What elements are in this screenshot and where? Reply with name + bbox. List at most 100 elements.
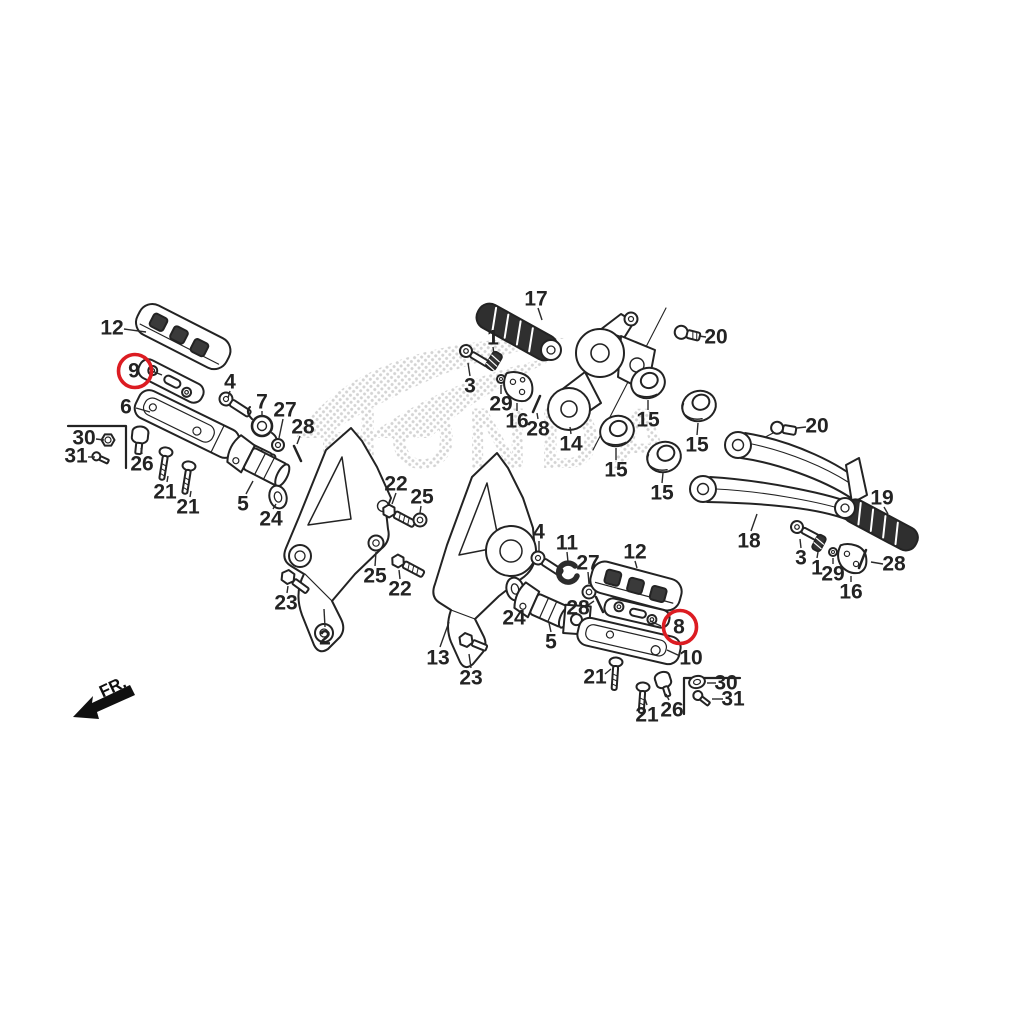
part-20-bolt (673, 324, 702, 342)
part-30-nut (100, 433, 116, 447)
part-label-5: 5 (237, 493, 249, 516)
leader-line (374, 551, 377, 567)
part-17-mount-eye (540, 339, 562, 361)
part-22-flange-bolt (391, 553, 426, 578)
part-label-1: 1 (487, 327, 499, 350)
part-label-21: 21 (153, 481, 177, 504)
leader-line (468, 653, 472, 669)
part-label-7: 7 (256, 391, 268, 414)
group-bracket-right (682, 676, 742, 716)
leader-line (661, 472, 664, 484)
part-label-14: 14 (559, 433, 583, 456)
leader-line (536, 412, 539, 420)
leader-line (883, 506, 889, 515)
leader-line (419, 505, 422, 514)
leader-line (586, 600, 595, 607)
leader-line (272, 503, 277, 510)
part-label-5: 5 (545, 631, 557, 654)
honda-wing-mark (296, 337, 565, 438)
part-label-28: 28 (291, 416, 315, 439)
leader-line (189, 490, 192, 498)
leader-line (513, 600, 516, 609)
part-label-23: 23 (459, 667, 482, 690)
leader-line (548, 622, 552, 633)
leader-line (245, 480, 254, 495)
leader-line (799, 538, 802, 549)
part-label-28: 28 (526, 418, 550, 441)
part-28-pin (857, 548, 868, 570)
leader-line (750, 513, 758, 532)
part-29-ball (828, 547, 838, 557)
leader-line (391, 492, 397, 505)
part-label-25: 25 (410, 486, 434, 509)
exploded-view-art (66, 302, 919, 716)
leader-line (698, 335, 707, 338)
leader-line (439, 621, 450, 648)
part-label-12: 12 (100, 317, 123, 340)
part-label-4: 4 (224, 371, 236, 394)
leader-line (604, 668, 612, 675)
group-bracket-left (66, 424, 128, 470)
part-label-27: 27 (273, 399, 296, 422)
leader-line (816, 551, 819, 559)
part-label-25: 25 (363, 565, 387, 588)
part-28-pin (531, 394, 542, 414)
leader-line (796, 426, 807, 429)
part-12-footrest-rubber-left (135, 302, 232, 371)
part-label-29: 29 (489, 393, 512, 416)
part-label-1: 1 (811, 557, 823, 580)
part-label-3: 3 (795, 547, 807, 570)
part-21-screw (635, 681, 651, 714)
part-19-mount-eye (834, 497, 856, 519)
part-label-31: 31 (721, 688, 745, 711)
leader-line (398, 569, 401, 580)
part-label-19: 19 (870, 487, 893, 510)
part-10-footrest-bar-right (562, 603, 682, 666)
part-label-29: 29 (821, 563, 844, 586)
leader-line (151, 370, 163, 376)
part-26-bolt-right (653, 670, 673, 698)
leader-line (696, 422, 699, 436)
part-label-24: 24 (502, 607, 526, 630)
leader-line (537, 307, 543, 321)
part-label-31: 31 (64, 445, 88, 468)
part-3-joint-bolt (790, 520, 820, 542)
part-label-12: 12 (623, 541, 646, 564)
part-label-6: 6 (120, 396, 132, 419)
part-label-16: 16 (839, 581, 862, 604)
part-4-pivot-bolt (218, 391, 252, 418)
part-15-rubber-mount (681, 389, 717, 423)
leader-line (123, 328, 147, 333)
part-label-24: 24 (259, 508, 283, 531)
part-label-15: 15 (604, 459, 628, 482)
part-25-washer (412, 512, 428, 528)
part-label-15: 15 (636, 409, 660, 432)
part-21-screw (608, 656, 624, 691)
part-16-joint-plate (503, 371, 534, 403)
part-label-17: 17 (524, 288, 547, 311)
fr-arrow-shape (73, 685, 135, 719)
leader-line (296, 435, 301, 445)
part-label-21: 21 (635, 704, 659, 727)
part-label-15: 15 (685, 434, 709, 457)
part-label-30: 30 (72, 427, 95, 450)
part-25-washer (367, 534, 385, 552)
leader-line (467, 362, 471, 377)
part-28-pin (292, 444, 303, 463)
part-label-26: 26 (660, 699, 683, 722)
part-23-bolt (280, 569, 310, 594)
leader-line (278, 418, 284, 439)
leader-line (569, 426, 572, 435)
part-label-20: 20 (805, 415, 828, 438)
part-11-snap-ring (555, 560, 580, 585)
part-label-13: 13 (426, 647, 449, 670)
part-label-26: 26 (130, 453, 153, 476)
part-15-rubber-mount (646, 440, 682, 474)
part-1-spring (811, 533, 827, 553)
fr-direction-arrow: FR. (73, 673, 135, 719)
leader-line (644, 698, 648, 706)
part-label-15: 15 (650, 482, 674, 505)
